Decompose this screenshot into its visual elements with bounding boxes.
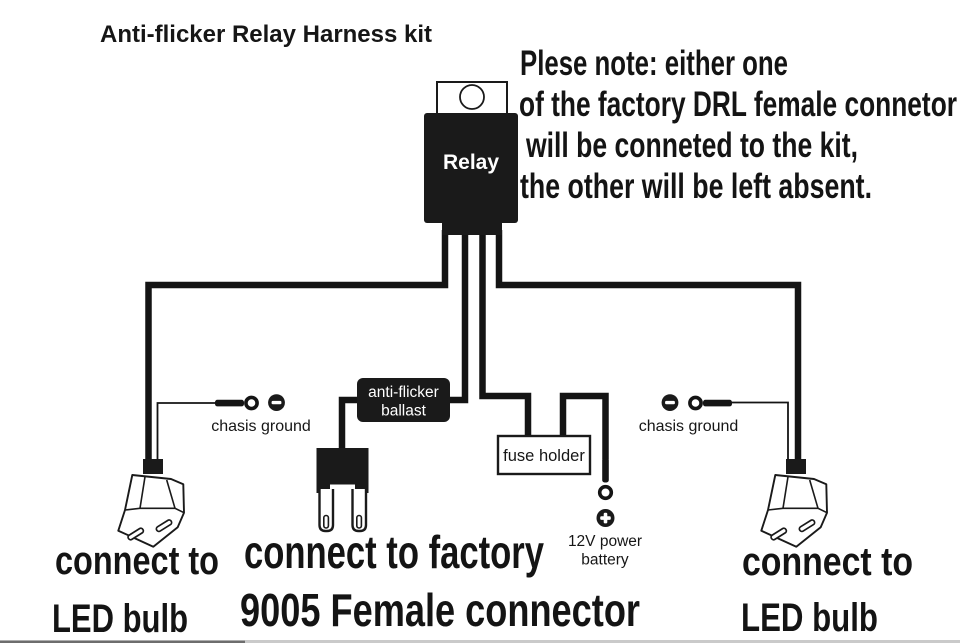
- harness-wires: [145, 230, 802, 462]
- factory-plug: [316, 448, 369, 533]
- ballast-label-line2: ballast: [381, 403, 426, 420]
- plug-prong-left: [318, 489, 335, 533]
- note-line-1: Plese note: either one: [520, 44, 788, 83]
- right-ground-label: chasis ground: [639, 418, 739, 435]
- bottom-edge-shadow: [0, 640, 960, 643]
- left-minus-icon: [268, 394, 285, 411]
- right-ground-terminal: chasis ground: [639, 394, 739, 435]
- battery-ring-terminal-icon: [597, 484, 614, 501]
- wire-relay-to-right-led: [495, 230, 802, 462]
- right-led-connector: [760, 458, 828, 548]
- battery-terminal: 12V power battery: [568, 457, 642, 569]
- battery-plus-vbar: [603, 512, 608, 524]
- wire-relay-to-fuse: [479, 230, 532, 438]
- note-line-2: of the factory DRL female connetor: [519, 85, 957, 124]
- wire-relay-to-ballast: [450, 230, 469, 404]
- fuse-holder-component: fuse holder: [496, 434, 592, 476]
- right-ground-lug: [703, 399, 732, 407]
- battery-label-line2: battery: [581, 552, 629, 569]
- caption-left-led: connect to LED bulb: [52, 539, 219, 641]
- left-led-caption-line2: LED bulb: [52, 597, 188, 641]
- wire-left-ground: [156, 402, 216, 461]
- battery-label-line1: 12V power: [568, 533, 642, 550]
- relay-base: [442, 221, 502, 235]
- left-ring-terminal-icon: [244, 395, 259, 411]
- note-line-4: the other will be left absent.: [520, 167, 872, 206]
- ballast-label-line1: anti-flicker: [368, 384, 439, 401]
- page-title: Anti-flicker Relay Harness kit: [100, 21, 432, 48]
- bottom-edge-shadow-dark: [0, 640, 245, 643]
- ballast-body: [357, 378, 450, 422]
- ballast-component: anti-flicker ballast: [357, 378, 450, 422]
- battery-lug: [602, 457, 609, 483]
- wire-ballast-to-plug: [338, 396, 358, 450]
- plug-prong-right: [351, 489, 368, 533]
- wire-fuse-to-battery: [559, 392, 609, 459]
- relay-mounting-hole: [459, 84, 485, 110]
- left-ground-lug: [215, 399, 244, 407]
- left-minus-bar: [271, 400, 282, 405]
- right-led-caption-line1: connect to: [742, 540, 913, 584]
- ground-wires: [156, 401, 789, 461]
- right-led-caption-line2: LED bulb: [741, 596, 878, 640]
- left-ground-terminal: chasis ground: [211, 394, 311, 435]
- battery-plus-icon: [596, 509, 615, 527]
- note-line-3: will be conneted to the kit,: [525, 126, 858, 165]
- left-ground-label: chasis ground: [211, 418, 311, 435]
- right-minus-icon: [661, 394, 679, 411]
- factory-caption-line2: 9005 Female connector: [240, 584, 640, 636]
- relay-label: Relay: [443, 151, 499, 174]
- wire-right-ground: [732, 401, 789, 461]
- caption-factory-connector: connect to factory 9005 Female connector: [240, 526, 640, 636]
- note-text: Plese note: either one of the factory DR…: [519, 44, 957, 206]
- relay-body: [424, 113, 518, 223]
- plug-notch: [330, 484, 355, 494]
- fuse-holder-label: fuse holder: [503, 447, 585, 465]
- plug-prong-slot-left: [322, 514, 330, 529]
- right-minus-bar: [665, 400, 675, 405]
- right-ring-terminal-icon: [688, 395, 703, 411]
- left-led-connector: [117, 458, 185, 548]
- left-led-caption-line1: connect to: [55, 539, 219, 583]
- caption-right-led: connect to LED bulb: [741, 540, 913, 640]
- plug-prong-slot-right: [355, 514, 363, 529]
- fuse-holder-box: [496, 434, 592, 476]
- wire-relay-to-left-led: [145, 230, 449, 462]
- factory-caption-line1: connect to factory: [244, 526, 544, 578]
- relay-component: Relay: [424, 81, 518, 235]
